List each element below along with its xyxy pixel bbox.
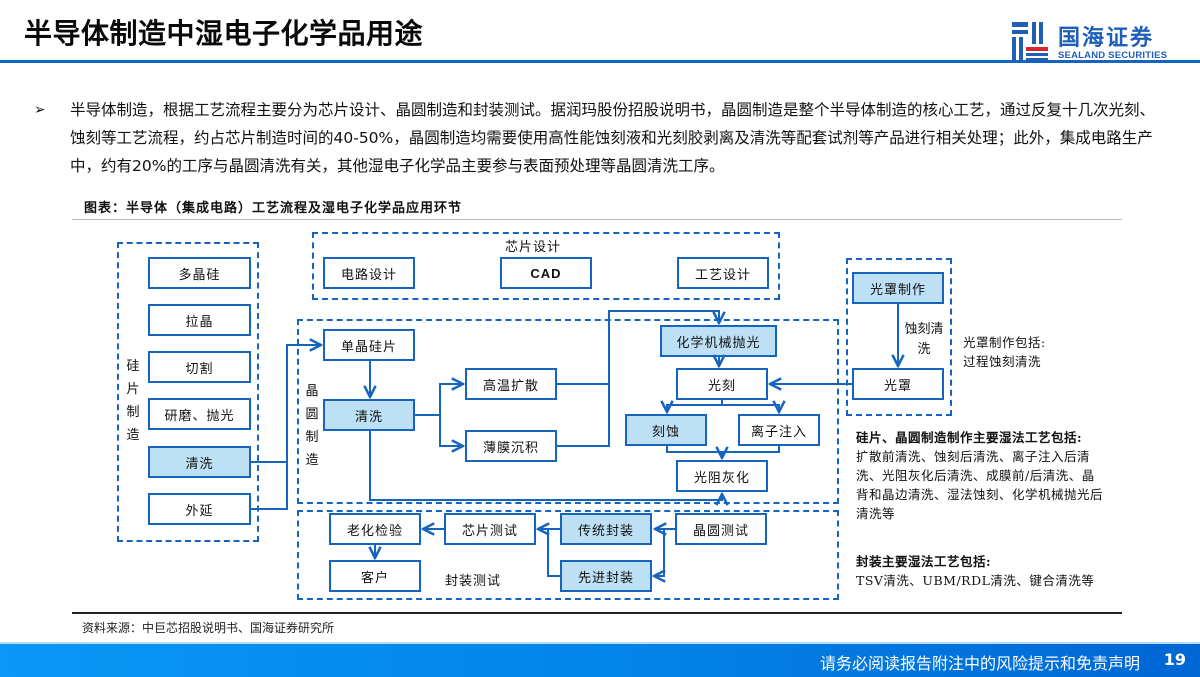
group-label-packaging: 封装测试 xyxy=(445,574,502,589)
summary-bullet: ➢ 半导体制造，根据工艺流程主要分为芯片设计、晶圆制造和封装测试。据润玛股份招股… xyxy=(34,96,1164,180)
wet-process-note-title: 硅片、晶圆制造制作主要湿法工艺包括: xyxy=(856,430,1083,445)
node-silicon-cleaning: 清洗 xyxy=(148,446,251,478)
page-title: 半导体制造中湿电子化学品用途 xyxy=(24,17,424,50)
node-cad: CAD xyxy=(500,257,592,289)
figure-bottom-rule xyxy=(72,612,1122,614)
photomask-note: 光罩制作包括: 过程蚀刻清洗 xyxy=(963,333,1083,371)
group-label-wafer: 晶圆制造 xyxy=(305,384,319,468)
title-divider xyxy=(0,60,1200,63)
company-logo: 国海证券 SEALAND SECURITIES xyxy=(1010,20,1180,64)
photomask-note-line1: 光罩制作包括: xyxy=(963,335,1046,350)
group-label-chip-design: 芯片设计 xyxy=(505,240,562,255)
footer-bar: 请务必阅读报告附注中的风险提示和免责声明 19 xyxy=(0,642,1200,677)
node-aging-test: 老化检验 xyxy=(329,513,421,545)
figure-source: 资料来源：中巨芯招股说明书、国海证券研究所 xyxy=(82,621,335,635)
figure-title: 图表：半导体（集成电路）工艺流程及湿电子化学品应用环节 xyxy=(84,201,463,216)
packaging-note-body: TSV清洗、UBM/RDL清洗、键合清洗等 xyxy=(856,573,1095,588)
group-packaging-testing xyxy=(297,510,839,600)
node-ion-implantation: 离子注入 xyxy=(738,414,820,446)
node-cmp: 化学机械抛光 xyxy=(660,325,777,357)
node-photomask: 光罩 xyxy=(852,368,944,400)
node-epitaxy: 外延 xyxy=(148,493,251,525)
node-chip-test: 芯片测试 xyxy=(444,513,536,545)
node-wafer-cleaning: 清洗 xyxy=(323,399,415,431)
node-customer: 客户 xyxy=(329,560,421,592)
node-single-crystal-wafer: 单晶硅片 xyxy=(323,329,415,361)
wet-process-note: 硅片、晶圆制造制作主要湿法工艺包括: 扩散前清洗、蚀刻后清洗、离子注入后清洗、光… xyxy=(856,428,1106,523)
logo-english-name: SEALAND SECURITIES xyxy=(1058,50,1168,61)
node-lithography: 光刻 xyxy=(676,368,768,400)
node-wafer-test: 晶圆测试 xyxy=(675,513,767,545)
node-photoresist-ashing: 光阻灰化 xyxy=(676,460,768,492)
group-label-silicon: 硅片制造 xyxy=(126,359,140,443)
node-etching: 刻蚀 xyxy=(625,414,707,446)
logo-chinese-name: 国海证券 xyxy=(1058,26,1155,51)
step-label-etch-clean: 蚀刻清洗 xyxy=(904,320,944,360)
logo-mark-icon xyxy=(1012,22,1048,62)
page-number: 19 xyxy=(1163,650,1186,669)
node-circuit-design: 电路设计 xyxy=(323,257,415,289)
node-advanced-packaging: 先进封装 xyxy=(560,560,652,592)
packaging-note: 封装主要湿法工艺包括: TSV清洗、UBM/RDL清洗、键合清洗等 xyxy=(856,552,1116,590)
packaging-note-title: 封装主要湿法工艺包括: xyxy=(856,554,992,569)
footer-disclaimer: 请务必阅读报告附注中的风险提示和免责声明 xyxy=(819,654,1140,673)
node-grinding-polishing: 研磨、抛光 xyxy=(148,398,251,430)
node-photomask-making: 光罩制作 xyxy=(852,272,944,304)
summary-text: 半导体制造，根据工艺流程主要分为芯片设计、晶圆制造和封装测试。据润玛股份招股说明… xyxy=(70,101,1156,175)
node-polysilicon: 多晶硅 xyxy=(148,257,251,289)
node-crystal-pulling: 拉晶 xyxy=(148,304,251,336)
node-thin-film-deposition: 薄膜沉积 xyxy=(465,430,557,462)
group-photomask xyxy=(846,258,952,416)
bullet-arrow-icon: ➢ xyxy=(34,102,46,118)
group-chip-design xyxy=(312,232,780,300)
node-cutting: 切割 xyxy=(148,351,251,383)
wet-process-note-body: 扩散前清洗、蚀刻后清洗、离子注入后清洗、光阻灰化后清洗、成膜前/后清洗、晶背和晶… xyxy=(856,449,1104,521)
etch-clean-text: 蚀刻清洗 xyxy=(904,322,944,357)
node-traditional-packaging: 传统封装 xyxy=(560,513,652,545)
node-process-design: 工艺设计 xyxy=(677,257,769,289)
photomask-note-line2: 过程蚀刻清洗 xyxy=(963,354,1042,369)
node-high-temp-diffusion: 高温扩散 xyxy=(465,368,557,400)
figure-top-rule xyxy=(72,219,1122,220)
